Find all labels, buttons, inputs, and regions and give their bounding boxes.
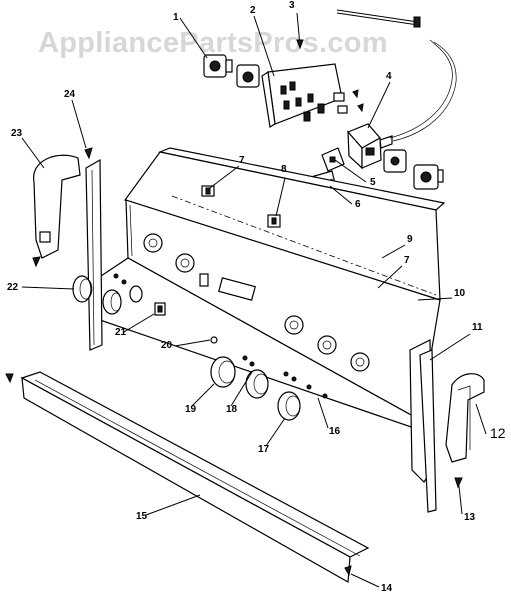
- part-1-switch: [203, 54, 233, 78]
- part-15-manifold-panel: [5, 371, 370, 583]
- callout-24: 24: [64, 89, 76, 100]
- callout-23: 23: [11, 128, 23, 139]
- callout-3: 3: [289, 0, 295, 11]
- callout-7b: 7: [404, 255, 410, 266]
- callout-2: 2: [250, 5, 256, 16]
- switch-right-1: [383, 149, 407, 173]
- part-8-clip: [267, 214, 281, 228]
- part-23-left-end-cap: [32, 154, 81, 268]
- part-3-screw: [296, 12, 304, 50]
- callout-14: 14: [381, 583, 393, 594]
- callout-9: 9: [407, 234, 413, 245]
- callout-11: 11: [472, 322, 483, 333]
- callout-10: 10: [454, 288, 466, 299]
- screw-top-right: [352, 89, 364, 113]
- part-21-clip: [154, 302, 166, 316]
- part-4-switch-assembly: [336, 9, 457, 170]
- knob-left-2: [102, 289, 122, 315]
- watermark-text: AppliancePartsPros.com: [38, 27, 388, 59]
- callout-17: 17: [258, 444, 270, 455]
- callout-22: 22: [7, 282, 19, 293]
- callout-21: 21: [115, 327, 127, 338]
- part-20-spring: [210, 336, 218, 344]
- part-7-clip: [201, 185, 215, 197]
- callout-15: 15: [136, 511, 148, 522]
- part-17-knob: [277, 391, 301, 421]
- callout-8: 8: [281, 164, 287, 175]
- part-5-switch: [321, 147, 345, 172]
- callout-4: 4: [386, 71, 392, 82]
- part-2-clock-board: [261, 63, 348, 128]
- part-1b-switch: [236, 64, 260, 88]
- leader-lines: [21, 15, 487, 588]
- callout-19: 19: [185, 404, 197, 415]
- callout-1: 1: [173, 12, 179, 23]
- part-24-left-bracket: [84, 147, 103, 351]
- switch-right-2: [413, 164, 444, 190]
- callout-13: 13: [464, 512, 476, 523]
- part-18-knob: [245, 369, 269, 399]
- callout-20: 20: [161, 340, 173, 351]
- callout-16: 16: [329, 426, 341, 437]
- part-11-side-bracket: [409, 339, 437, 513]
- callout-18: 18: [226, 404, 238, 415]
- part-22-knob: [72, 275, 93, 303]
- part-19-knob: [210, 356, 236, 388]
- part-13-screw: [454, 477, 463, 489]
- small-spring-set: [113, 273, 328, 399]
- callout-5: 5: [370, 177, 376, 188]
- knob-left-3: [129, 285, 143, 303]
- part-12-end-cap: [445, 373, 485, 463]
- callout-7a: 7: [239, 155, 245, 166]
- callout-12: 12: [490, 425, 506, 441]
- callout-6: 6: [355, 199, 361, 210]
